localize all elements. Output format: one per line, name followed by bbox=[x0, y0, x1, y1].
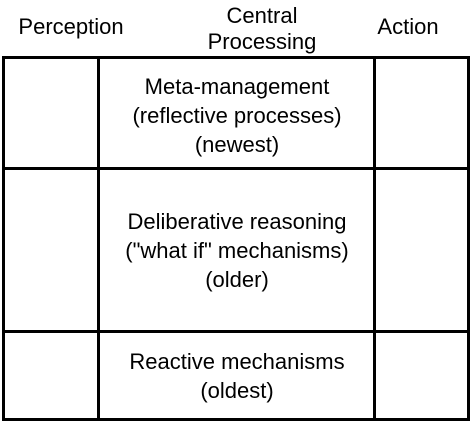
perception-cell-meta bbox=[5, 59, 97, 167]
deliberative-description: ("what if" mechanisms) bbox=[125, 237, 349, 263]
perception-cell-deliberative bbox=[5, 170, 97, 330]
action-cell-reactive bbox=[376, 333, 467, 418]
action-cell-deliberative bbox=[376, 170, 467, 330]
perception-column-header: Perception bbox=[0, 14, 142, 40]
action-column-header: Action bbox=[366, 14, 450, 40]
central-header-line1: Central bbox=[226, 3, 298, 28]
grid-divider-perception bbox=[97, 56, 100, 421]
architecture-grid bbox=[2, 56, 470, 421]
reactive-mechanisms-layer: Reactive mechanisms (oldest) bbox=[100, 333, 374, 419]
central-header-line2: Processing bbox=[207, 29, 317, 54]
action-header-text: Action bbox=[377, 14, 439, 39]
action-cell-meta bbox=[376, 59, 467, 167]
meta-management-layer: Meta-management (reflective processes) (… bbox=[100, 62, 374, 168]
perception-cell-reactive bbox=[5, 333, 97, 418]
meta-management-age: (newest) bbox=[194, 131, 280, 157]
grid-divider-row2 bbox=[2, 330, 470, 333]
meta-management-title: Meta-management bbox=[144, 73, 330, 99]
grid-divider-action bbox=[373, 56, 376, 421]
perception-header-text: Perception bbox=[18, 14, 124, 39]
meta-management-description: (reflective processes) bbox=[132, 102, 342, 128]
deliberative-age: (older) bbox=[205, 266, 269, 292]
grid-divider-row1 bbox=[2, 167, 470, 170]
deliberative-title: Deliberative reasoning bbox=[127, 208, 347, 234]
reactive-title: Reactive mechanisms bbox=[129, 349, 345, 374]
deliberative-reasoning-layer: Deliberative reasoning ("what if" mechan… bbox=[100, 170, 374, 330]
reactive-age: (oldest) bbox=[200, 378, 274, 403]
central-processing-column-header: Central Processing bbox=[150, 3, 374, 55]
